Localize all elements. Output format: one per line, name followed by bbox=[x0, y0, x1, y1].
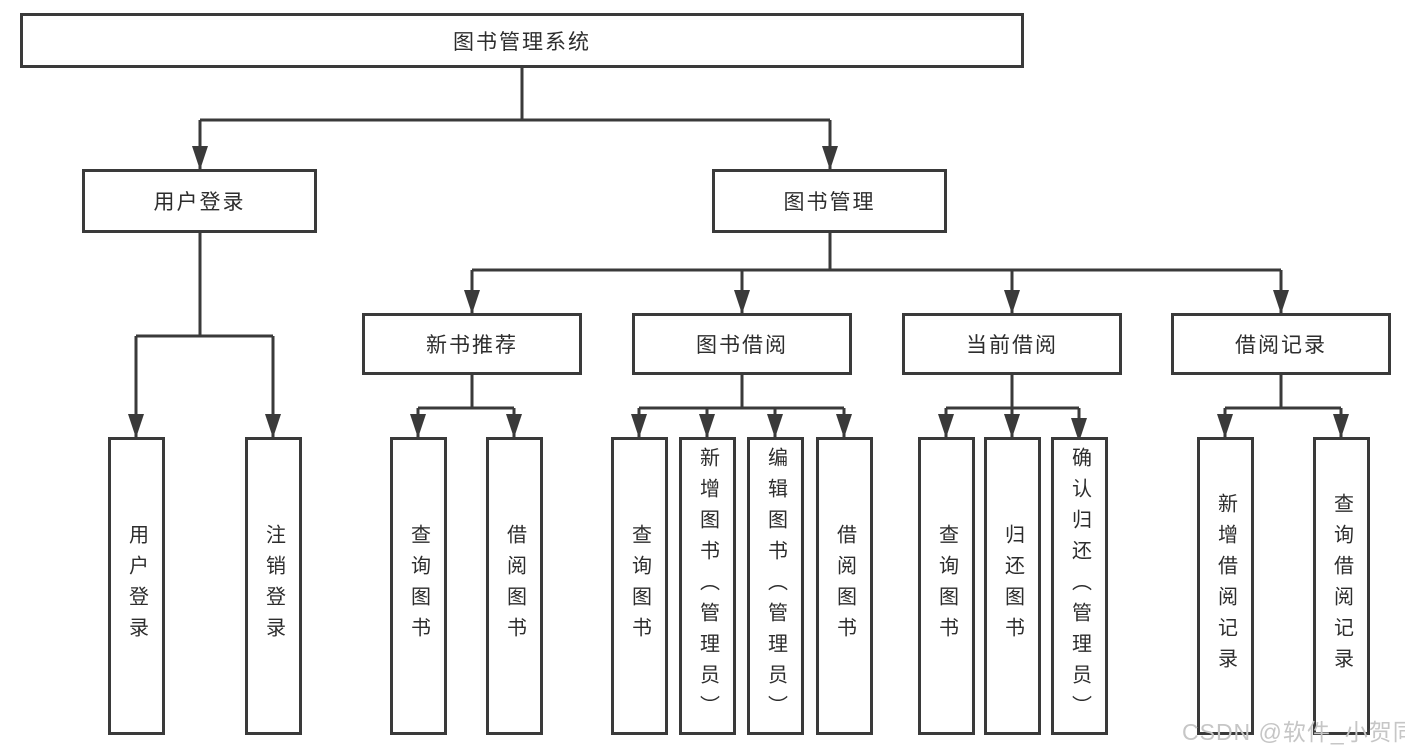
leaf-label: 注销登录 bbox=[262, 524, 285, 648]
leaf-query-books-borrow: 查询图书 bbox=[611, 437, 668, 735]
leaf-return-book: 归还图书 bbox=[984, 437, 1041, 735]
node-library-management-system: 图书管理系统 bbox=[20, 13, 1024, 68]
leaf-user-login: 用户登录 bbox=[108, 437, 165, 735]
leaf-label: 新增借阅记录 bbox=[1214, 493, 1237, 679]
leaf-query-books-current: 查询图书 bbox=[918, 437, 975, 735]
leaf-logout: 注销登录 bbox=[245, 437, 302, 735]
leaf-add-borrow-record: 新增借阅记录 bbox=[1197, 437, 1254, 735]
leaf-label: 用户登录 bbox=[125, 524, 148, 648]
node-label: 图书借阅 bbox=[696, 334, 788, 357]
leaf-label: 编辑图书（管理员） bbox=[764, 446, 787, 726]
node-label: 新书推荐 bbox=[426, 334, 518, 357]
node-borrow-records: 借阅记录 bbox=[1171, 313, 1391, 375]
leaf-label: 借阅图书 bbox=[503, 524, 526, 648]
node-label: 图书管理系统 bbox=[453, 30, 591, 54]
leaf-borrow-books-recommend: 借阅图书 bbox=[486, 437, 543, 735]
leaf-query-borrow-record: 查询借阅记录 bbox=[1313, 437, 1370, 735]
node-label: 借阅记录 bbox=[1235, 334, 1327, 357]
node-label: 当前借阅 bbox=[966, 334, 1058, 357]
leaf-query-books-recommend: 查询图书 bbox=[390, 437, 447, 735]
watermark: CSDN @软件_小贺同学 bbox=[1182, 719, 1405, 745]
node-book-management: 图书管理 bbox=[712, 169, 947, 233]
leaf-confirm-return-admin: 确认归还（管理员） bbox=[1051, 437, 1108, 735]
leaf-label: 新增图书（管理员） bbox=[696, 446, 719, 726]
leaf-add-book-admin: 新增图书（管理员） bbox=[679, 437, 736, 735]
node-book-borrow: 图书借阅 bbox=[632, 313, 852, 375]
node-new-book-recommend: 新书推荐 bbox=[362, 313, 582, 375]
leaf-label: 查询借阅记录 bbox=[1330, 493, 1353, 679]
leaf-label: 查询图书 bbox=[935, 524, 958, 648]
leaf-edit-book-admin: 编辑图书（管理员） bbox=[747, 437, 804, 735]
leaf-label: 确认归还（管理员） bbox=[1068, 446, 1091, 726]
leaf-borrow-books: 借阅图书 bbox=[816, 437, 873, 735]
node-current-borrow: 当前借阅 bbox=[902, 313, 1122, 375]
leaf-label: 查询图书 bbox=[407, 524, 430, 648]
leaf-label: 归还图书 bbox=[1001, 524, 1024, 648]
node-label: 图书管理 bbox=[783, 191, 876, 214]
leaf-label: 借阅图书 bbox=[833, 524, 856, 648]
node-user-login: 用户登录 bbox=[82, 169, 317, 233]
node-label: 用户登录 bbox=[153, 191, 246, 214]
leaf-label: 查询图书 bbox=[628, 524, 651, 648]
